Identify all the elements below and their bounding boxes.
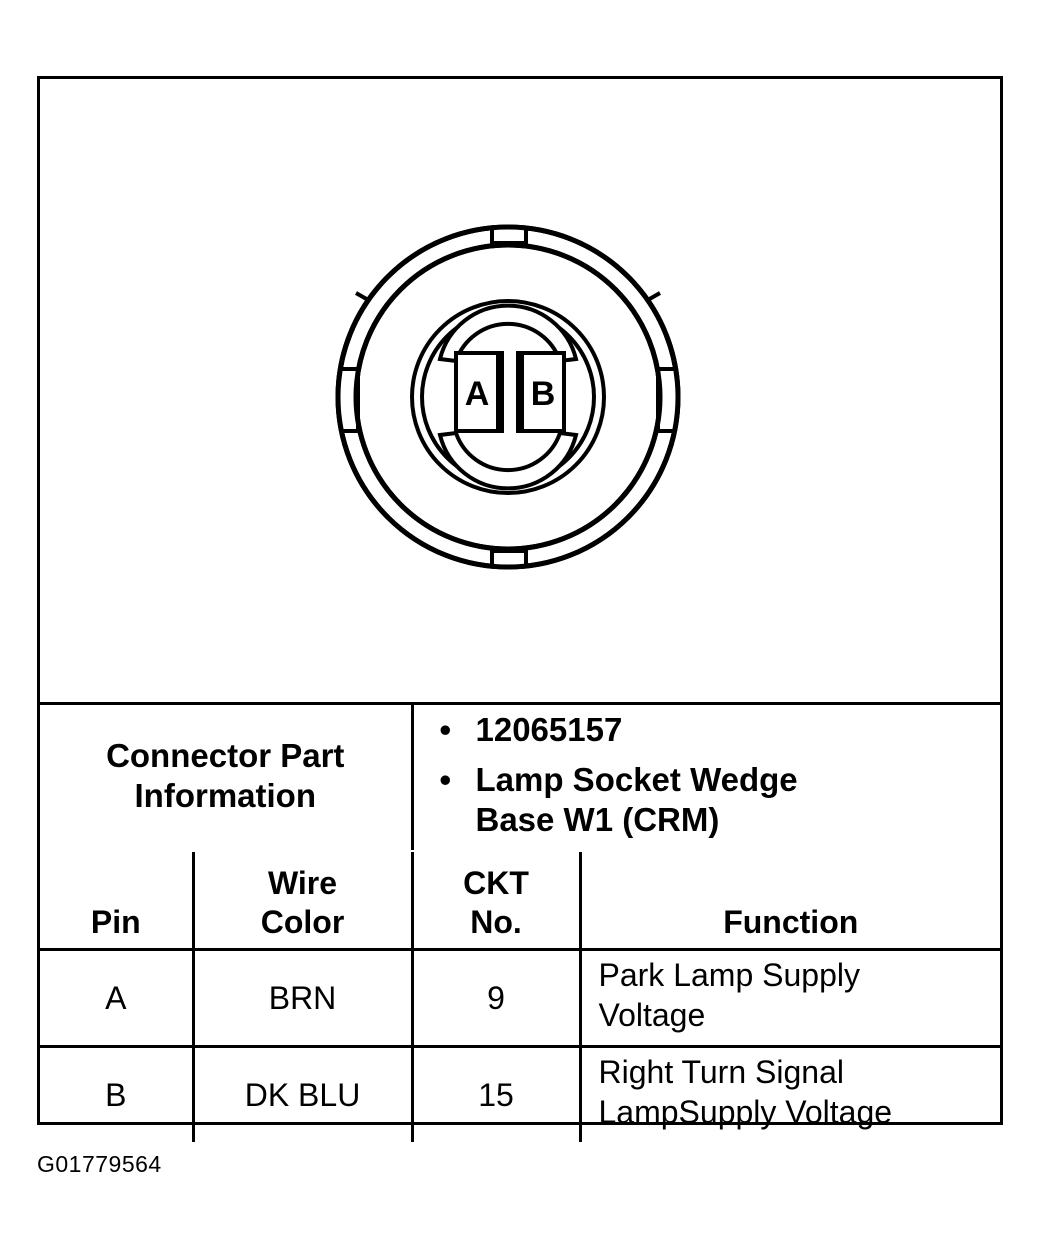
cell-function: Right Turn Signal LampSupply Voltage [578,1045,1000,1142]
connector-part-info-table: Connector Part Information 12065157 Lamp… [40,702,1000,850]
part-number: 12065157 [440,710,1001,750]
cell-wire-color: DK BLU [191,1045,414,1142]
pin-label-b: B [531,375,556,413]
cell-pin: A [40,948,195,1048]
connector-part-info-values: 12065157 Lamp Socket Wedge Base W1 (CRM) [410,702,1001,850]
figure-id: G01779564 [37,1151,162,1177]
pin-table-header: Pin Wire Color CKT No. Function [40,852,1000,951]
cell-ckt-no: 15 [410,1045,582,1142]
socket-ring-outer [410,299,606,495]
header-ckt-no: CKT No. [410,852,582,951]
socket-key-top [437,303,579,364]
diagram-frame: A B Connector Part Information 12065157 … [37,76,1003,1142]
header-function: Function [578,852,1000,951]
table-row: A BRN 9 Park Lamp Supply Voltage [40,948,1000,1048]
terminal-a [454,351,504,433]
part-info-list: 12065157 Lamp Socket Wedge Base W1 (CRM) [414,702,1001,840]
connector-drawing: A B [335,224,681,570]
cell-pin: B [40,1045,195,1142]
socket-key-bottom [437,430,579,491]
keying-tabs [338,227,678,567]
cell-function: Park Lamp Supply Voltage [578,948,1000,1048]
terminal-b [516,351,566,433]
connector-description: Lamp Socket Wedge Base W1 (CRM) [440,760,1001,840]
pin-label-a: A [465,375,490,413]
cell-ckt-no: 9 [410,948,582,1048]
pin-assignment-table: Pin Wire Color CKT No. Function A BRN 9 … [40,852,1000,1142]
connector-face-view: A B [40,79,1000,705]
header-pin: Pin [40,852,195,951]
table-row: B DK BLU 15 Right Turn Signal LampSupply… [40,1045,1000,1142]
connector-part-info-label: Connector Part Information [40,702,414,850]
cell-wire-color: BRN [191,948,414,1048]
header-wire-color: Wire Color [191,852,414,951]
